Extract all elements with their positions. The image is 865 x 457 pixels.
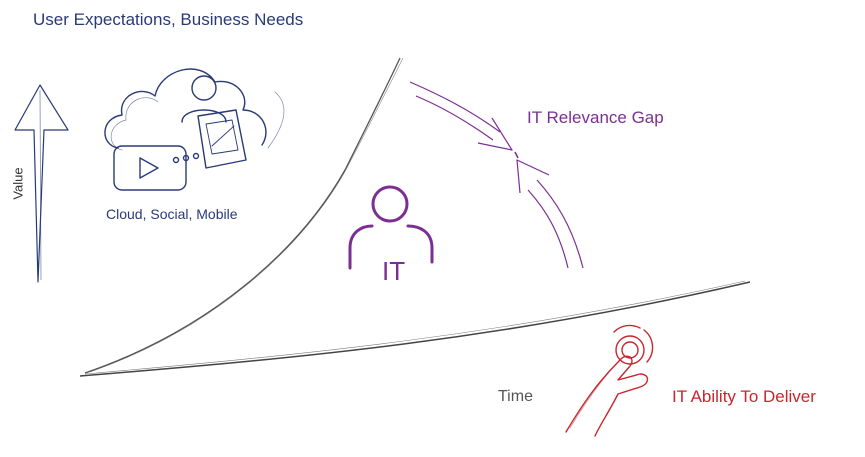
value-arrow [14,84,69,283]
cloud-social-mobile-icon [104,68,285,191]
gap-arrows [409,81,584,269]
gap-label: IT Relevance Gap [527,108,664,127]
curves [79,57,751,377]
x-axis-label: Time [498,388,533,405]
person-icon [348,185,434,270]
hand-tap-icon [565,324,654,437]
it-label: IT [382,256,406,286]
expectations-curve [84,57,401,374]
ability-curve [79,281,751,377]
deliver-label: IT Ability To Deliver [672,387,816,406]
y-axis-label: Value [10,167,26,200]
cloud-label: Cloud, Social, Mobile [106,206,238,222]
page-title: User Expectations, Business Needs [33,10,304,29]
